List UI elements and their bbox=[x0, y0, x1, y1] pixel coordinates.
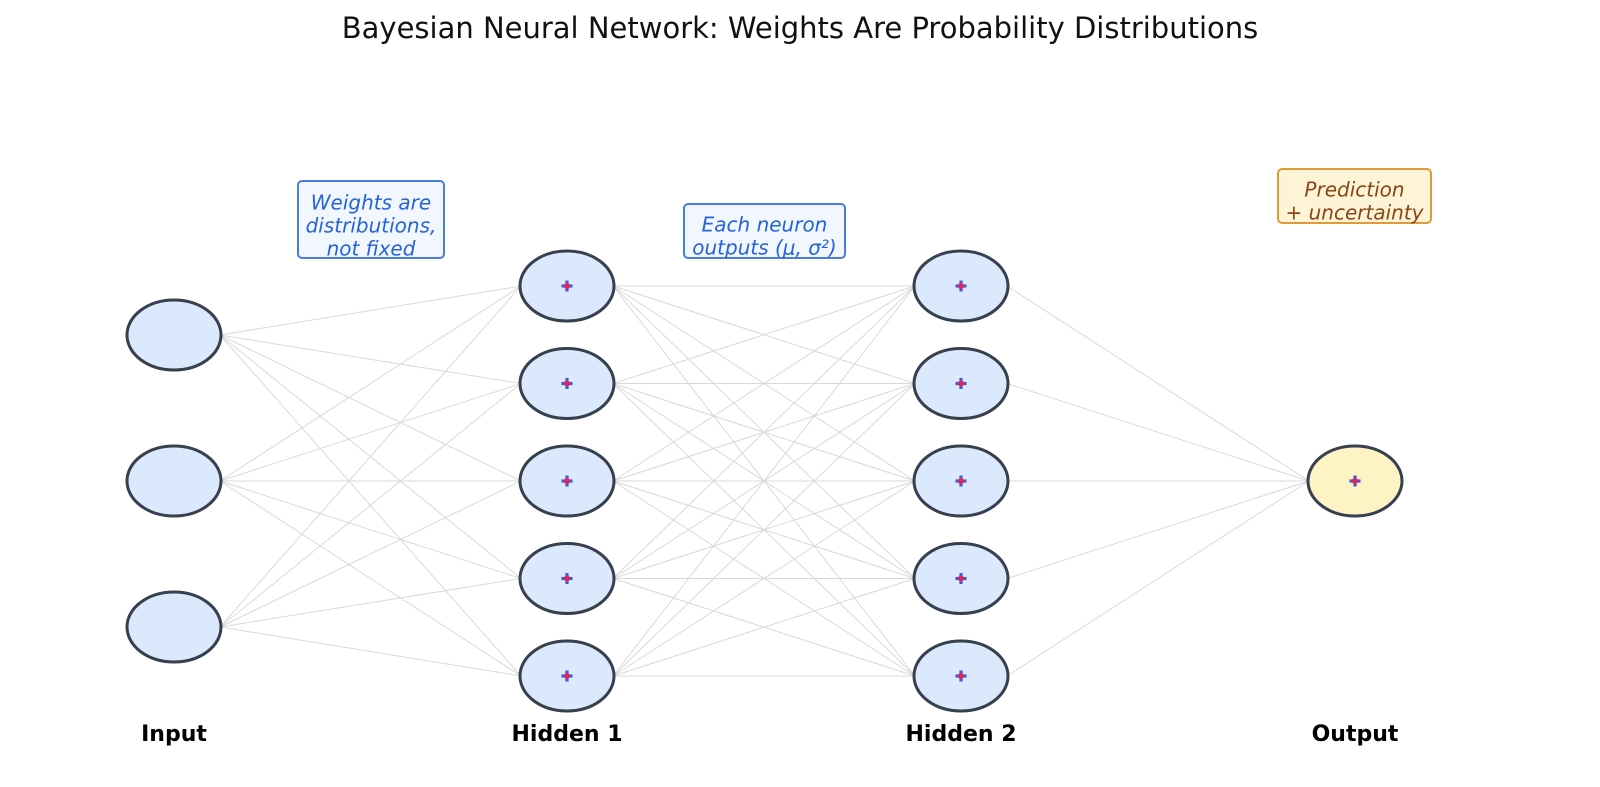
neuron-hidden-2-5 bbox=[912, 639, 1010, 713]
neuron-input-2 bbox=[125, 444, 223, 518]
neuron-hidden-2-3 bbox=[912, 444, 1010, 518]
edge-l2-3-to-0 bbox=[1006, 480, 1310, 579]
layer-label-input: Input bbox=[141, 722, 207, 747]
neuron-body bbox=[125, 590, 223, 664]
marker-dot bbox=[564, 673, 570, 679]
marker-dot bbox=[958, 575, 964, 582]
distribution-marker-icon bbox=[561, 475, 573, 487]
distribution-marker-icon bbox=[955, 670, 967, 682]
edge-l0-2-to-0 bbox=[219, 285, 522, 628]
edge-l0-2-to-2 bbox=[219, 480, 522, 628]
edge-l0-2-to-3 bbox=[219, 578, 522, 628]
marker-dot bbox=[564, 380, 570, 387]
note-prediction-uncertainty: Prediction+ uncertainty bbox=[1277, 168, 1432, 225]
edge-l1-4-to-1 bbox=[612, 383, 916, 677]
neuron-hidden-1-2 bbox=[518, 347, 616, 420]
marker-dot bbox=[958, 478, 964, 484]
marker-dot bbox=[958, 673, 964, 679]
distribution-marker-icon bbox=[955, 280, 967, 292]
note-line: Each neuron bbox=[702, 213, 828, 237]
edge-l0-1-to-4 bbox=[219, 480, 522, 677]
edge-l0-1-to-0 bbox=[219, 285, 522, 482]
distribution-marker-icon bbox=[955, 573, 967, 584]
neuron-hidden-1-3 bbox=[518, 444, 616, 518]
marker-dot bbox=[1352, 478, 1358, 484]
layer-labels: Input Hidden 1 Hidden 2 Output bbox=[141, 722, 1399, 747]
neuron-hidden-1-4 bbox=[518, 542, 616, 615]
edge-l1-3-to-0 bbox=[612, 285, 916, 579]
edge-l0-1-to-3 bbox=[219, 480, 522, 579]
connection-edges bbox=[219, 285, 1310, 677]
neuron-output-1 bbox=[1306, 444, 1404, 518]
note-box bbox=[683, 203, 846, 259]
edge-l0-1-to-1 bbox=[219, 383, 522, 482]
marker-dot bbox=[958, 380, 964, 387]
distribution-marker-icon bbox=[561, 573, 573, 584]
edge-l2-0-to-0 bbox=[1006, 285, 1310, 482]
edge-l0-2-to-4 bbox=[219, 626, 522, 677]
neuron-hidden-1-1 bbox=[518, 249, 616, 323]
note-line: distributions, bbox=[306, 214, 437, 238]
edge-l0-2-to-1 bbox=[219, 383, 522, 628]
neuron-body bbox=[125, 298, 223, 372]
neuron-hidden-1-5 bbox=[518, 639, 616, 713]
neuron-input-1 bbox=[125, 298, 223, 372]
neuron-hidden-2-1 bbox=[912, 249, 1010, 323]
neuron-input-3 bbox=[125, 590, 223, 664]
edge-l0-0-to-1 bbox=[219, 334, 522, 384]
edge-l0-0-to-2 bbox=[219, 334, 522, 482]
distribution-marker-icon bbox=[561, 670, 573, 682]
neuron-body bbox=[125, 444, 223, 518]
note-line: not fixed bbox=[327, 237, 416, 261]
note-line: Weights are bbox=[311, 191, 431, 215]
note-line: Prediction bbox=[1304, 178, 1404, 202]
marker-dot bbox=[564, 283, 570, 289]
marker-dot bbox=[564, 478, 570, 484]
diagram-title: Bayesian Neural Network: Weights Are Pro… bbox=[342, 11, 1259, 45]
edge-l1-4-to-3 bbox=[612, 578, 916, 677]
neuron-layers bbox=[125, 249, 1404, 713]
edge-l2-1-to-0 bbox=[1006, 383, 1310, 482]
edge-l1-4-to-0 bbox=[612, 285, 916, 677]
edge-l1-1-to-0 bbox=[612, 285, 916, 384]
edge-l0-0-to-0 bbox=[219, 285, 522, 336]
edge-l1-2-to-0 bbox=[612, 285, 916, 482]
edge-l1-4-to-2 bbox=[612, 480, 916, 677]
layer-label-hidden-2: Hidden 2 bbox=[906, 722, 1017, 747]
note-line: outputs (μ, σ²) bbox=[692, 236, 836, 260]
neuron-hidden-2-2 bbox=[912, 347, 1010, 420]
neuron-hidden-2-4 bbox=[912, 542, 1010, 615]
note-box bbox=[1277, 168, 1432, 224]
distribution-marker-icon bbox=[561, 280, 573, 292]
layer-label-output: Output bbox=[1312, 722, 1399, 747]
distribution-marker-icon bbox=[955, 475, 967, 487]
layer-label-hidden-1: Hidden 1 bbox=[512, 722, 623, 747]
edge-l2-4-to-0 bbox=[1006, 480, 1310, 677]
marker-dot bbox=[958, 283, 964, 289]
distribution-marker-icon bbox=[1349, 475, 1361, 487]
distribution-marker-icon bbox=[955, 378, 967, 389]
note-box bbox=[297, 180, 445, 259]
marker-dot bbox=[564, 575, 570, 582]
note-line: + uncertainty bbox=[1286, 201, 1425, 225]
distribution-marker-icon bbox=[561, 378, 573, 389]
